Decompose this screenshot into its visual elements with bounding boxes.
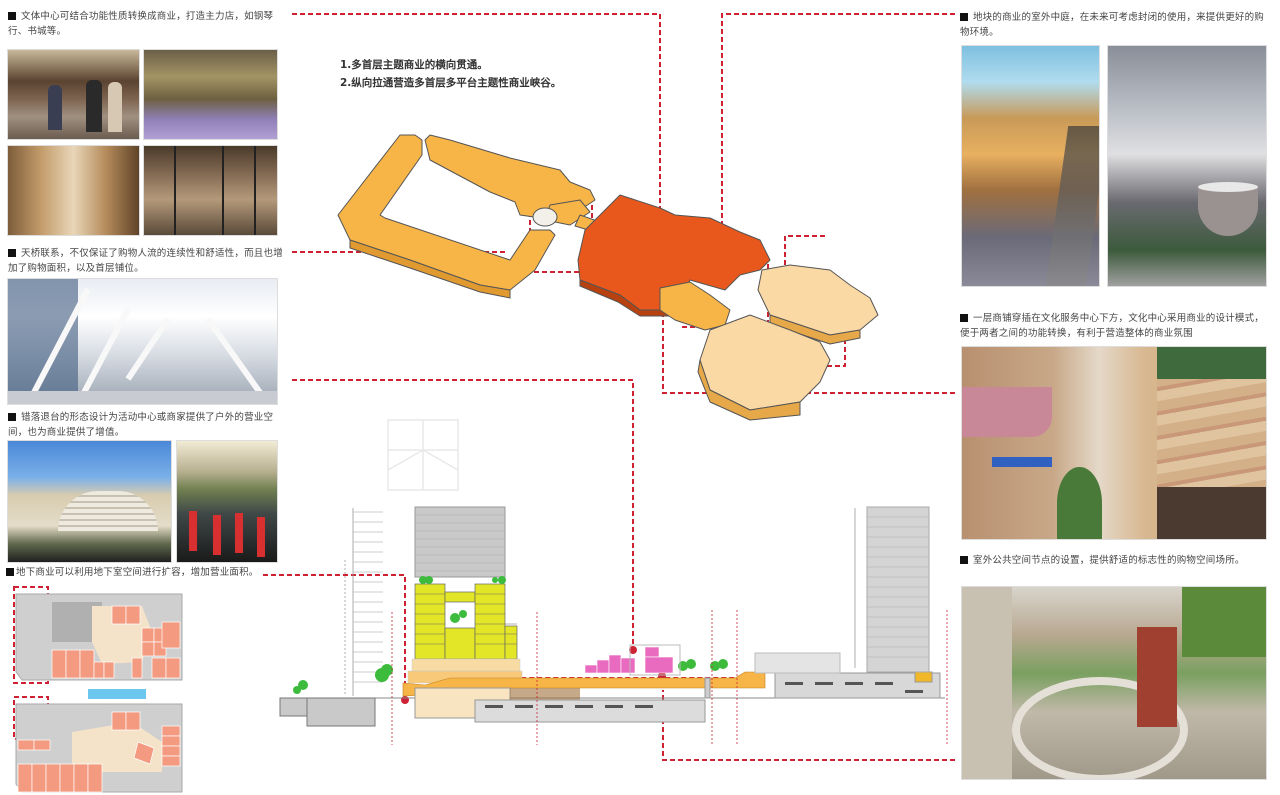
terrace-steps-photo (7, 440, 172, 563)
station-hall-photo (1107, 45, 1267, 287)
glass-shop-photo (143, 145, 278, 236)
skybridge-structure (8, 279, 277, 404)
sunken-plaza-rendering (961, 586, 1267, 780)
caption-outdoor-atrium: 地块的商业的室外中庭，在未来可考虑封闭的使用，来提供更好的购物环境。 (960, 12, 1265, 38)
plan-water-feature (88, 689, 146, 699)
bullet-icon (8, 413, 16, 421)
bookstore-photo (7, 145, 140, 236)
section-pink-blocks (584, 646, 674, 674)
bridge-node (532, 207, 558, 227)
mass-east-block-a (757, 264, 879, 336)
caption-public-nodes: 室外公共空间节点的设置，提供舒适的标志性的购物空间场所。 (960, 553, 1272, 568)
performance-photo (176, 440, 278, 563)
shop-interior-photo (7, 49, 140, 140)
caption-basement: 地下商业可以利用地下室空间进行扩容，增加营业面积。 (6, 565, 266, 580)
building-section-drawing (279, 506, 948, 745)
basement-plan-level-2 (15, 703, 183, 793)
caption-culture-center: 文体中心可结合功能性质转换成商业，打造主力店，如钢琴行、书城等。 (8, 11, 274, 37)
bullet-icon (8, 12, 16, 20)
section-yellow-floors (414, 583, 518, 660)
caption-terraces: 错落退台的形态设计为活动中心或商家提供了户外的营业空间，也为商业提供了增值。 (8, 412, 274, 438)
bullet-icon (8, 249, 16, 257)
bullet-icon (6, 568, 14, 576)
design-notes: 1.多首层主题商业的横向贯通。 2.纵向拉通营造多首层多平台主题性商业峡谷。 (340, 59, 562, 89)
curved-facade-photo (961, 346, 1267, 540)
axonometric-massing-diagram (337, 134, 879, 421)
basement-plan-level-1 (15, 593, 183, 681)
ghost-tower-icon (387, 419, 459, 491)
glass-atrium-photo (961, 45, 1100, 287)
atrium-photo (143, 49, 278, 140)
bullet-icon (960, 13, 968, 21)
bullet-icon (960, 314, 968, 322)
skybridge-photo (7, 278, 278, 405)
caption-ground-shops: 一层商铺穿插在文化服务中心下方，文化中心采用商业的设计模式，便于两者之间的功能转… (960, 313, 1265, 339)
mass-culture-center (337, 134, 556, 291)
caption-skybridge: 天桥联系，不仅保证了购物人流的连续性和舒适性，而且也增加了购物面积，以及首层铺位… (8, 248, 283, 274)
bullet-icon (960, 556, 968, 564)
